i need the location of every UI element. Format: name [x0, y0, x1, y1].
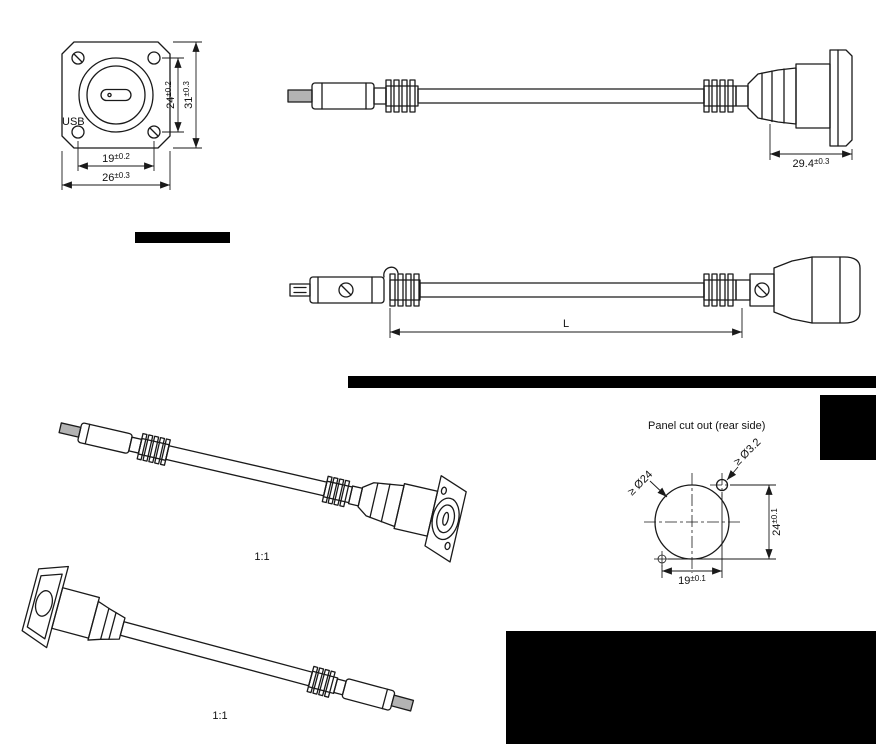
connector-face — [86, 65, 146, 125]
redacted-block-2 — [348, 376, 876, 388]
dim-connector-length: 29.4±0.3 — [793, 157, 830, 170]
dim-cutout-horizontal: 19±0.1 — [678, 574, 706, 587]
panel-connector-rear — [735, 256, 861, 324]
connector-length-dimension-lines — [769, 124, 853, 160]
strain-relief-right-2 — [703, 273, 737, 307]
mounting-hole — [71, 51, 85, 65]
iso-view-top — [58, 422, 467, 563]
label-screw-hole: ≥ Ø3.2 — [732, 436, 764, 468]
usb-marking: USB — [62, 116, 85, 128]
redacted-block-3 — [820, 395, 876, 460]
cutout-dimension-lines — [661, 484, 776, 578]
redacted-block-4 — [506, 631, 876, 744]
front-view-dimension-lines — [61, 41, 202, 190]
iso-bottom-shapes — [21, 565, 415, 712]
dim-cutout-vertical: 24±0.1 — [770, 508, 783, 536]
connector-barrel — [78, 57, 154, 133]
scale-label-top: 1:1 — [254, 551, 269, 563]
strain-relief-left — [385, 79, 419, 113]
centerlines — [644, 473, 742, 573]
panel-cutout-title: Panel cut out (rear side) — [648, 420, 765, 432]
cable — [417, 88, 705, 104]
usbc-plug — [287, 82, 387, 110]
mounting-hole — [71, 125, 85, 139]
redacted-areas — [135, 232, 876, 744]
strain-relief-right — [703, 79, 737, 113]
cable-2 — [419, 282, 705, 298]
front-view: USB 19±0.2 26±0.3 24±0.2 31±0.3 — [61, 41, 202, 190]
flange-outline — [61, 41, 171, 149]
scale-label-bottom: 1:1 — [212, 710, 227, 722]
iso-top-shapes — [58, 422, 467, 563]
cutout-leader-lines — [649, 466, 739, 498]
usbc-plug-2 — [289, 266, 399, 304]
strain-relief-left-2 — [389, 273, 421, 307]
screw-hole — [715, 478, 729, 492]
mounting-hole — [147, 125, 161, 139]
dim-hole-spacing-h: 19±0.2 — [102, 152, 130, 165]
screw-position-marker — [654, 551, 670, 567]
dim-flange-height: 31±0.3 — [182, 81, 195, 109]
panel-connector-side — [735, 49, 853, 147]
label-main-hole: ≥ Ø24 — [626, 469, 656, 499]
mounting-hole — [147, 51, 161, 65]
dim-hole-spacing-v: 24±0.2 — [164, 81, 177, 109]
dim-cable-length: L — [563, 318, 569, 330]
dim-flange-width: 26±0.3 — [102, 171, 130, 184]
usbc-receptacle-slot — [100, 88, 132, 102]
cable-length-dimension-lines — [389, 308, 743, 338]
iso-view-bottom — [21, 565, 415, 712]
side-view-top: 29.4±0.3 — [287, 49, 853, 170]
redacted-block-1 — [135, 232, 230, 243]
side-view-mid: L — [289, 256, 861, 338]
panel-cutout: Panel cut out (rear side) ≥ Ø24 ≥ Ø3.2 — [626, 420, 783, 587]
